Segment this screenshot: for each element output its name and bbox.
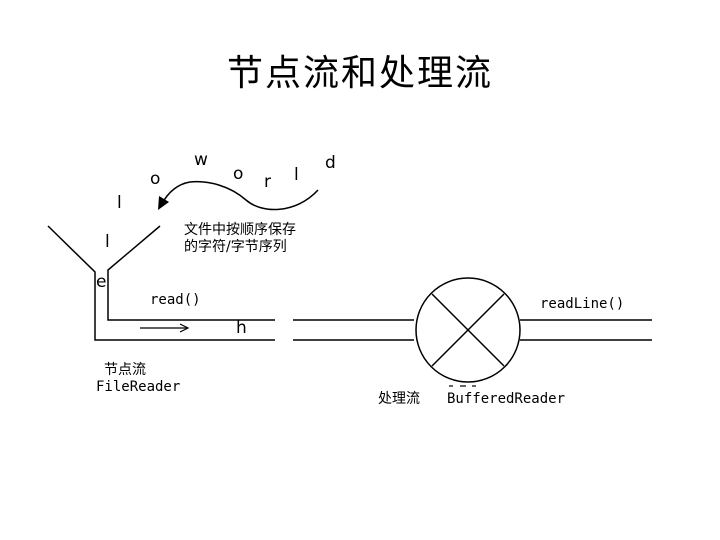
- char-d: d: [325, 153, 336, 173]
- wave-path: [161, 180, 319, 211]
- char-h: h: [236, 318, 247, 338]
- file-description: 文件中按顺序保存 的字符/字节序列: [184, 222, 296, 256]
- read-method-label: read(): [150, 292, 201, 308]
- wave-arrowhead: [158, 196, 169, 210]
- output-pipe: [520, 319, 652, 341]
- funnel: [47, 225, 275, 341]
- char-l-upper: l: [117, 193, 122, 213]
- char-r: r: [264, 172, 271, 192]
- processing-stream-label: 处理流: [378, 391, 420, 407]
- funnel-inner-wall: [107, 225, 275, 321]
- char-w: w: [194, 150, 208, 170]
- char-o-left: o: [150, 169, 161, 189]
- connector-pipe: [293, 319, 414, 341]
- page-title: 节点流和处理流: [226, 53, 493, 94]
- char-o-mid: o: [233, 164, 244, 184]
- char-l-right: l: [294, 165, 299, 185]
- char-l-funnel: l: [105, 232, 110, 252]
- read-arrow: [140, 323, 190, 333]
- char-e: e: [96, 272, 107, 292]
- funnel-outer-wall: [47, 225, 275, 341]
- file-description-line: 文件中按顺序保存: [184, 222, 296, 238]
- node-stream-label: 节点流: [104, 362, 146, 378]
- readline-method-label: readLine(): [540, 296, 625, 312]
- buffered-reader-label: BufferedReader: [447, 391, 566, 407]
- processing-filter: [415, 277, 521, 383]
- file-description-line: 的字符/字节序列: [184, 239, 287, 255]
- character-wave: [161, 180, 319, 211]
- file-reader-label: FileReader: [96, 379, 181, 395]
